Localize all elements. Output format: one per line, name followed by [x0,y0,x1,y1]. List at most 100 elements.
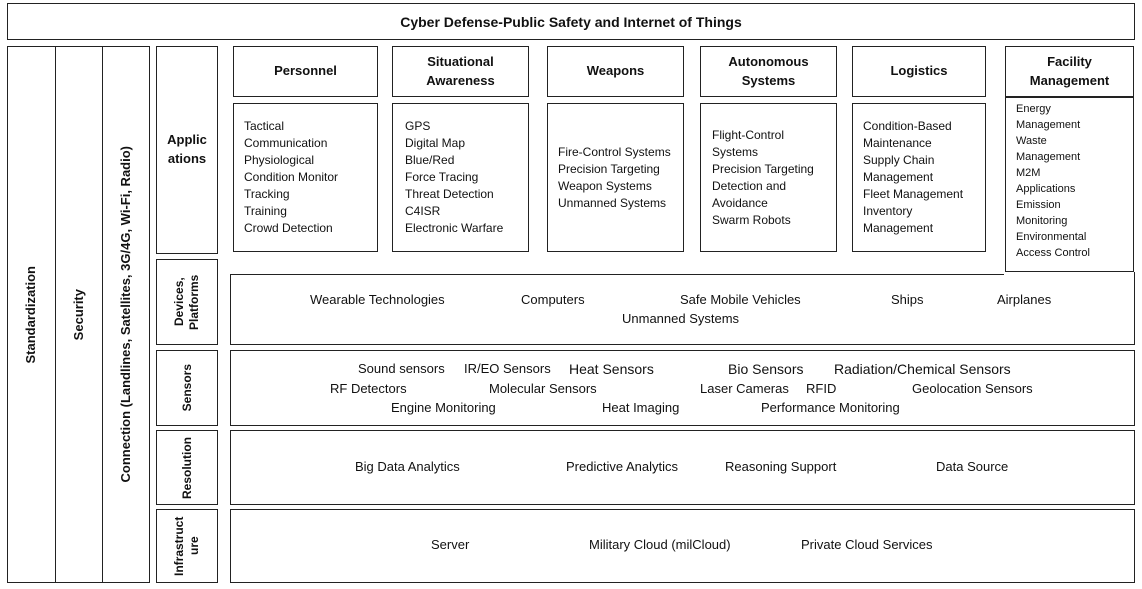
list-item: Crowd Detection [244,221,333,235]
sensor-item: Molecular Sensors [489,381,597,396]
infrastructure-item: Private Cloud Services [801,537,933,552]
app-list-logistics: Condition-Based Maintenance Supply Chain… [852,103,986,252]
sensor-item: RFID [806,381,837,396]
list-item: C4ISR [405,204,441,218]
list-item: Fleet Management [863,187,964,201]
list-item: Management [1016,151,1081,163]
list-item: Training [244,204,287,218]
device-item: Ships [891,292,924,307]
pillar-connection-label: Connection (Landlines, Satellites, 3G/4G… [117,146,133,483]
devices-panel [230,274,1005,345]
list-item: Digital Map [405,136,466,150]
app-header-situational-awareness-label: Situational Awareness [426,54,495,88]
list-item: Maintenance [863,136,932,150]
list-item: Blue/Red [405,153,455,167]
list-item: GPS [405,119,431,133]
layer-infrastructure: Infrastruct ure [156,509,218,583]
list-item: Communication [244,136,328,150]
sensor-item: Sound sensors [358,361,445,376]
list-item: Supply Chain [863,153,935,167]
pillar-security-label: Security [70,288,86,341]
list-item: Flight-Control [712,127,785,142]
app-list-situational-awareness: GPS Digital Map Blue/Red Force Tracing T… [392,103,529,252]
sensor-item: Heat Sensors [569,361,654,377]
app-header-facility-management-label: Facility Management [1029,54,1110,88]
devices-panel-extension [1004,272,1135,345]
resolution-item: Big Data Analytics [355,459,460,474]
pillar-security: Security [55,46,103,583]
infrastructure-item: Military Cloud (milCloud) [589,537,731,552]
list-item: Weapon Systems [558,178,652,193]
list-item: Fire-Control Systems [558,144,671,159]
app-list-autonomous-systems: Flight-Control Systems Precision Targeti… [700,103,837,252]
list-item: Unmanned Systems [558,195,667,210]
sensor-item: Bio Sensors [728,361,804,377]
list-item: Management [1016,119,1081,131]
list-item: Swarm Robots [712,212,791,227]
layer-sensors-label: Sensors [179,364,194,412]
sensor-item: Radiation/Chemical Sensors [834,361,1011,377]
app-header-autonomous-systems: Autonomous Systems [700,46,837,97]
device-item: Safe Mobile Vehicles [680,292,801,307]
list-item: Precision Targeting [712,161,814,176]
list-item: Management [863,170,934,184]
pillar-standardization-label: Standardization [23,265,39,364]
list-item: Condition-Based [863,119,952,133]
resolution-item: Reasoning Support [725,459,837,474]
device-item: Wearable Technologies [310,292,445,307]
resolution-item: Predictive Analytics [566,459,678,474]
sensors-panel [230,350,1135,426]
list-item: M2M [1016,167,1041,179]
app-list-weapons: Fire-Control Systems Precision Targeting… [547,103,684,252]
list-item: Emission [1016,199,1061,211]
list-item: Electronic Warfare [405,221,504,235]
app-header-facility-management: Facility Management [1005,46,1134,97]
app-list-personnel: Tactical Communication Physiological Con… [233,103,378,252]
sensor-item: Engine Monitoring [391,400,496,415]
resolution-item: Data Source [936,459,1009,474]
list-item: Tracking [244,187,290,201]
device-item: Airplanes [997,292,1052,307]
list-item: Threat Detection [405,187,494,201]
list-item: Tactical [244,119,285,133]
resolution-panel [230,430,1135,505]
infrastructure-panel [230,509,1135,583]
device-item: Unmanned Systems [622,311,740,326]
app-header-personnel: Personnel [233,46,378,97]
sensor-item: RF Detectors [330,381,407,396]
sensor-item: Laser Cameras [700,381,789,396]
list-item: Inventory [863,204,913,218]
layer-applications-label: Applic ations [167,132,207,166]
list-item: Waste [1016,135,1047,147]
list-item: Systems [712,144,759,159]
layer-infrastructure-label: Infrastruct ure [172,516,201,576]
list-item: Applications [1016,183,1076,195]
app-header-situational-awareness: Situational Awareness [392,46,529,97]
device-item: Computers [521,292,585,307]
app-header-weapons: Weapons [547,46,684,97]
list-item: Monitoring [1016,215,1068,227]
sensor-item: Geolocation Sensors [912,381,1033,396]
sensor-item: Heat Imaging [602,400,680,415]
layer-resolution: Resolution [156,430,218,505]
app-header-autonomous-systems-label: Autonomous Systems [728,54,809,88]
list-item: Physiological [244,153,315,167]
layer-devices-label: Devices, Platforms [172,274,201,330]
pillar-standardization: Standardization [7,46,56,583]
list-item: Precision Targeting [558,161,660,176]
list-item: Management [863,221,934,235]
sensor-item: Performance Monitoring [761,400,900,415]
layer-resolution-label: Resolution [179,436,194,499]
list-item: Condition Monitor [244,170,339,184]
list-item: Energy [1016,103,1051,115]
list-item: Environmental [1016,231,1087,243]
list-item: Access Control [1016,247,1090,259]
sensor-item: IR/EO Sensors [464,361,551,376]
list-item: Force Tracing [405,170,479,184]
diagram-title: Cyber Defense-Public Safety and Internet… [7,3,1135,40]
layer-applications: Applic ations [156,46,218,254]
app-list-facility-management: Energy Management Waste Management M2M A… [1005,97,1134,272]
list-item: Detection and [712,178,787,193]
layer-sensors: Sensors [156,350,218,426]
app-header-logistics: Logistics [852,46,986,97]
